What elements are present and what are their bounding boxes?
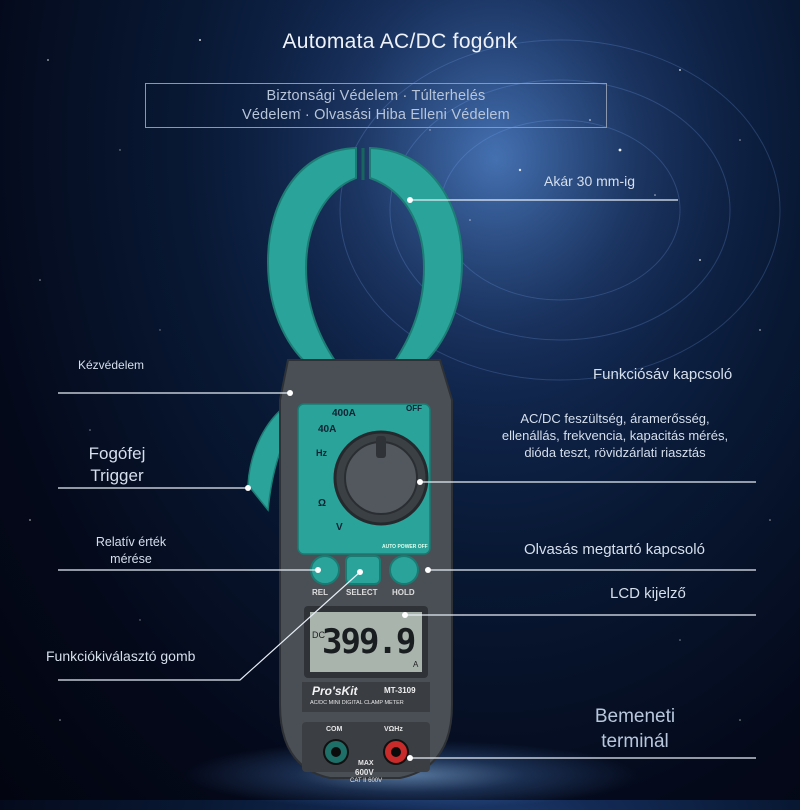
label-trigger: Fogófej Trigger: [72, 443, 162, 487]
dial-ohm-label: Ω: [318, 498, 327, 509]
meter-subtitle: AC/DC MINI DIGITAL CLAMP METER: [310, 700, 404, 706]
vohm-label: VΩHz: [384, 726, 403, 733]
cat-label: CAT II 600V: [350, 778, 383, 784]
max-label: MAX: [358, 760, 374, 767]
function-desc-line-2: ellenállás, frekvencia, kapacitás mérés,: [501, 428, 729, 443]
lcd-unit: A: [413, 660, 419, 669]
page-title: Automata AC/DC fogónk: [282, 30, 518, 53]
dial-400a-label: 400A: [332, 408, 356, 419]
trigger-line-2: Trigger: [90, 466, 144, 485]
rel-label: REL: [312, 588, 328, 597]
select-label: SELECT: [346, 588, 378, 597]
dial-v-label: V: [336, 522, 343, 533]
dial-hz-label: Hz: [316, 448, 327, 458]
trigger-line-1: Fogófej: [88, 444, 146, 463]
lcd-mode: DC: [312, 630, 325, 640]
relative-line-2: mérése: [110, 552, 152, 566]
banner-line-1: Biztonsági Védelem · Túlterhelés: [266, 88, 486, 104]
label-hand-guard: Kézvédelem: [78, 358, 145, 372]
lcd-value: 399.9: [322, 622, 416, 662]
feature-banner: Biztonsági Védelem · Túlterhelés Védelem…: [145, 83, 607, 128]
label-jaw-opening: Akár 30 mm-ig: [544, 173, 636, 189]
label-relative: Relatív érték mérése: [76, 534, 186, 568]
brand-logo: Pro'sKit: [312, 684, 358, 698]
input-line-1: Bemeneti: [594, 706, 676, 727]
function-desc-line-1: AC/DC feszültség, áramerősség,: [520, 411, 710, 426]
com-label: COM: [326, 726, 343, 733]
dial-40a-label: 40A: [318, 424, 337, 435]
label-function-desc: AC/DC feszültség, áramerősség, ellenállá…: [470, 410, 760, 461]
max-value: 600V: [355, 768, 374, 777]
hold-button: [389, 555, 419, 585]
banner-line-2: Védelem · Olvasási Hiba Elleni Védelem: [242, 107, 510, 123]
auto-power-off-label: AUTO POWER OFF: [382, 544, 428, 550]
dial-off-label: OFF: [406, 404, 422, 413]
label-select-button: Funkciókiválasztó gomb: [46, 648, 196, 664]
model-number: MT-3109: [384, 686, 416, 695]
relative-line-1: Relatív érték: [95, 535, 167, 549]
lcd-screen: [310, 612, 422, 672]
label-input-terminal: Bemeneti terminál: [580, 704, 690, 754]
label-lcd: LCD kijelző: [610, 585, 686, 602]
label-function-switch: Funkciósáv kapcsoló: [593, 366, 733, 383]
label-hold-switch: Olvasás megtartó kapcsoló: [524, 541, 705, 558]
function-desc-line-3: dióda teszt, rövidzárlati riasztás: [524, 445, 706, 460]
input-line-2: terminál: [601, 731, 669, 752]
hold-label: HOLD: [392, 588, 415, 597]
